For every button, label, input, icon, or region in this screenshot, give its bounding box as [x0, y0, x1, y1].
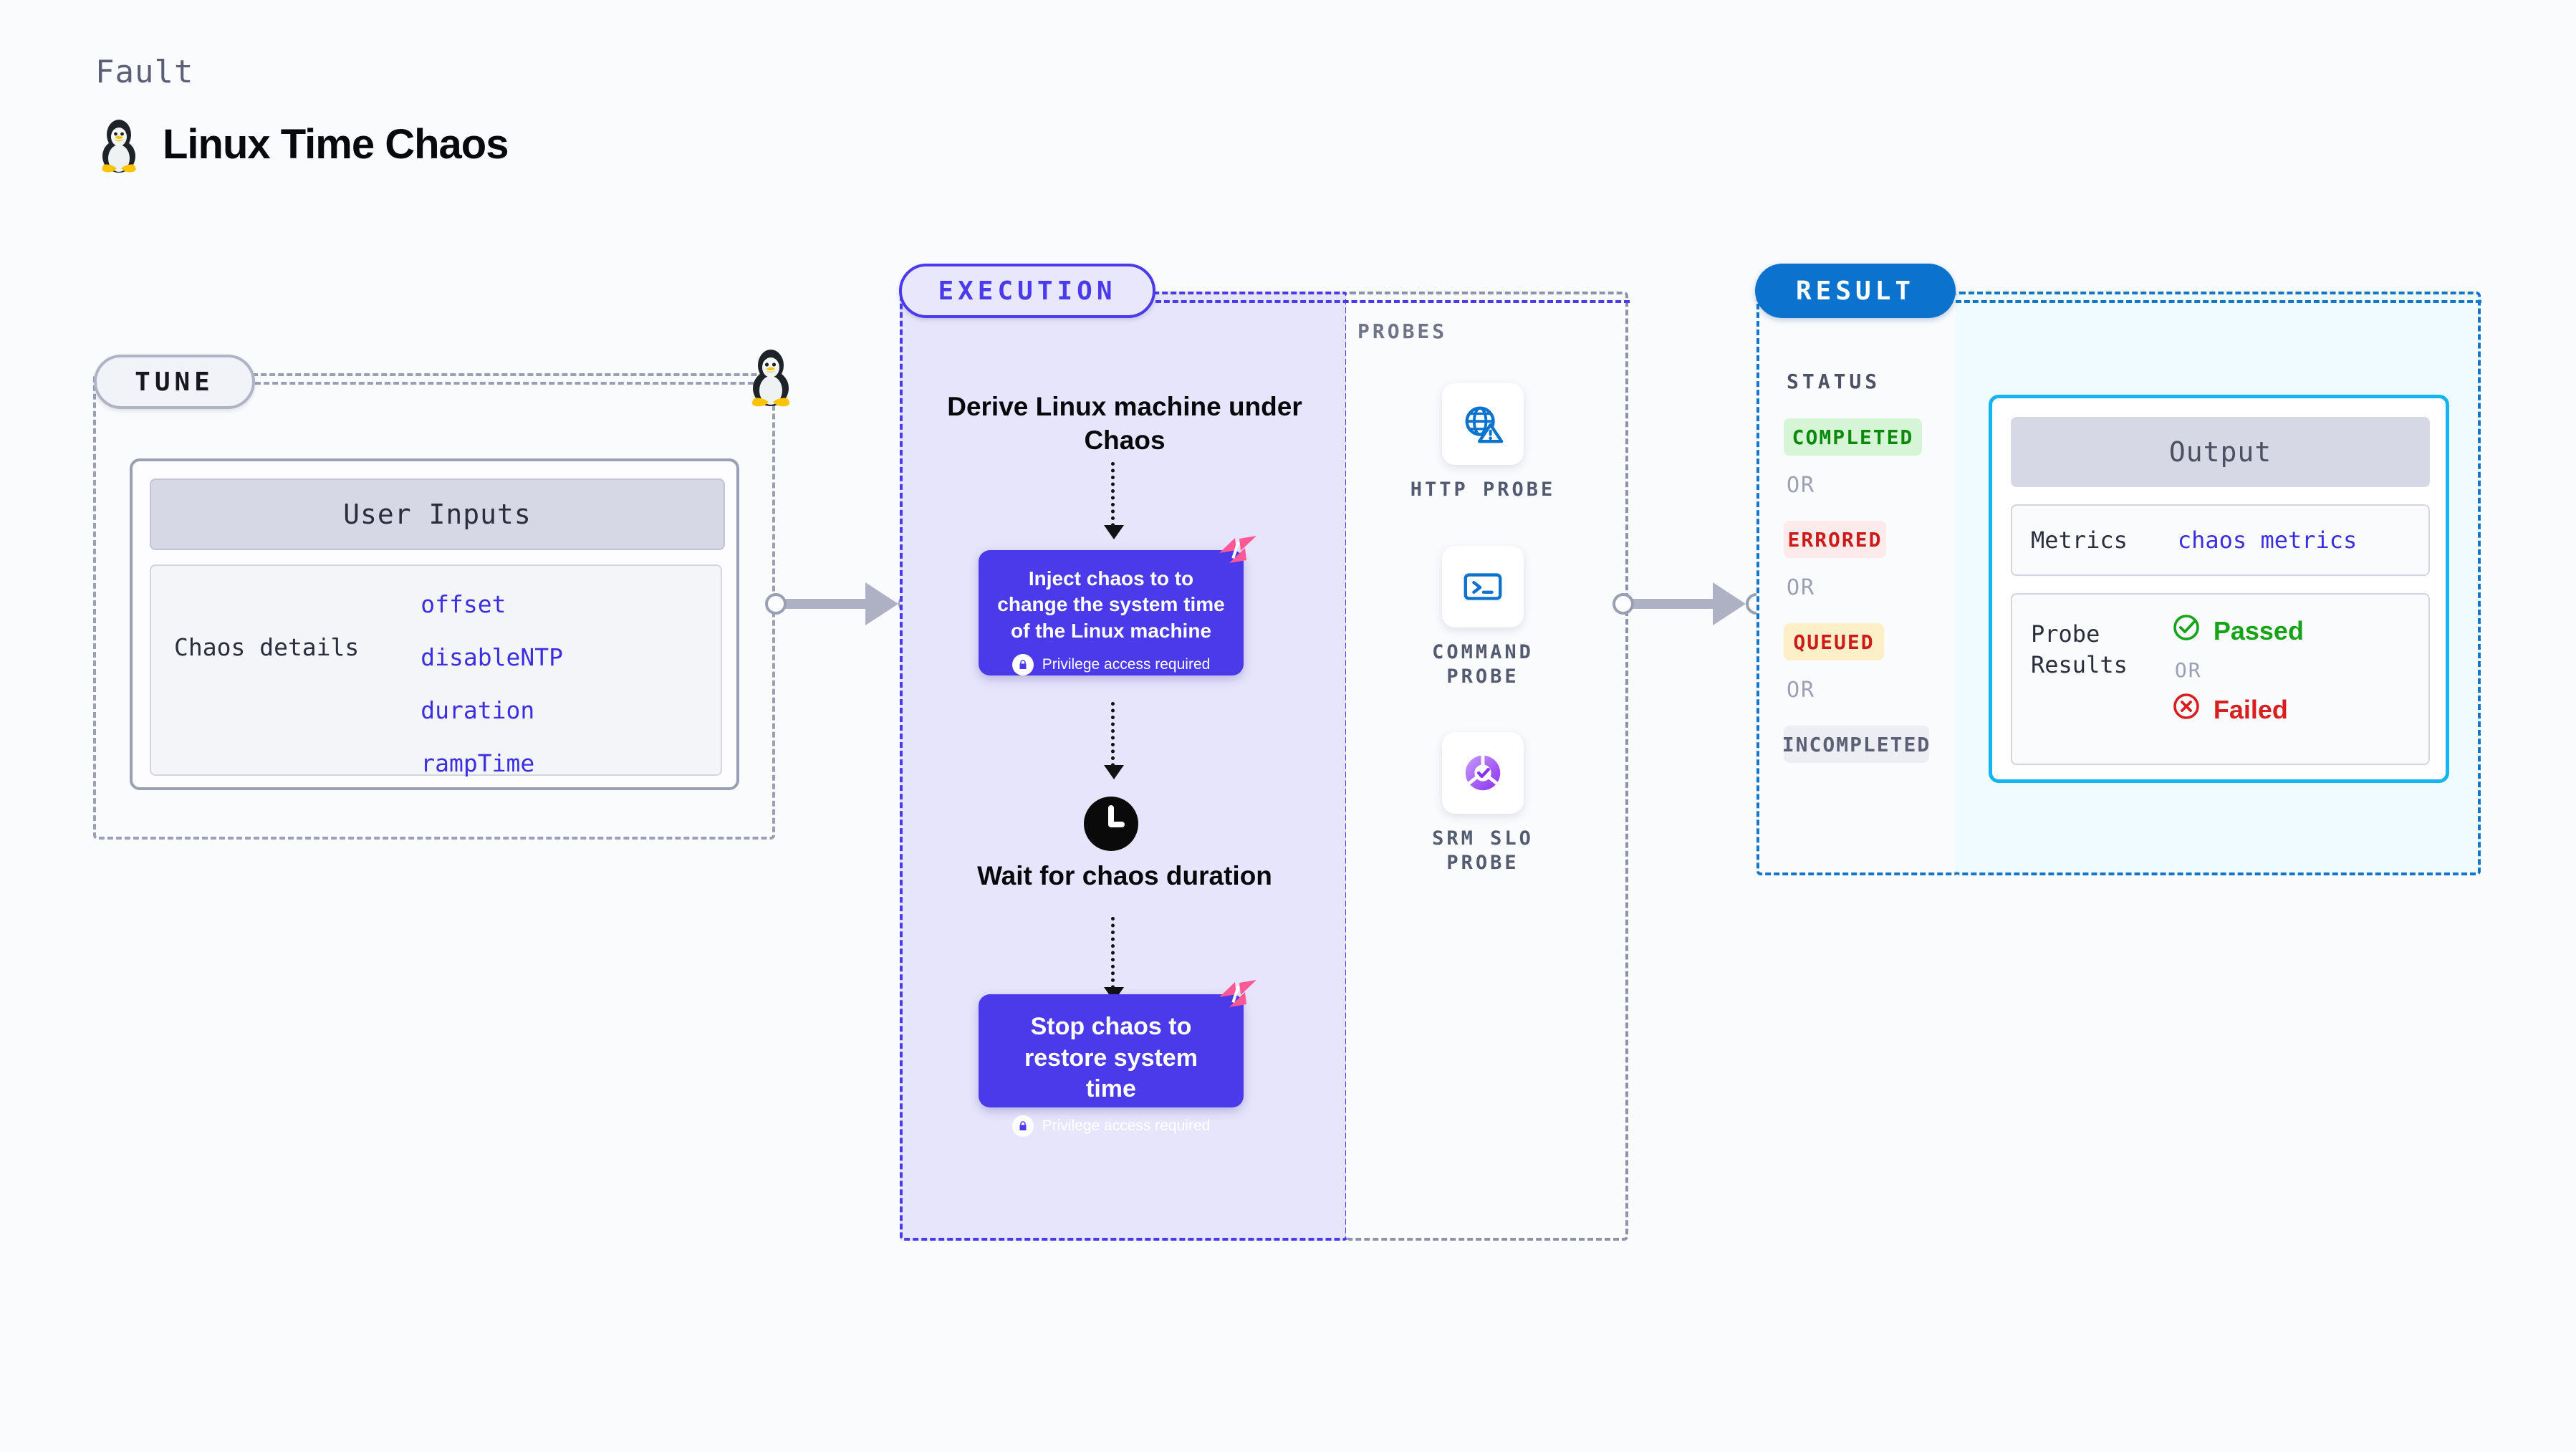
- result-stage-pill[interactable]: RESULT: [1755, 264, 1956, 318]
- lock-icon: [1011, 654, 1034, 676]
- result-stage-container: [1756, 292, 1959, 875]
- fault-eyebrow-label: Fault: [95, 54, 194, 90]
- tune-stage-pill[interactable]: TUNE: [94, 355, 255, 409]
- chaos-details-row: Chaos details offset disableNTP duration…: [174, 590, 563, 777]
- status-section-label: STATUS: [1787, 370, 1881, 393]
- inject-chaos-privilege-note: Privilege access required: [1042, 656, 1211, 673]
- chaos-details-key: Chaos details: [174, 633, 360, 661]
- result-connector-leader: [1956, 300, 2481, 303]
- probe-item-http[interactable]: HTTP PROBE: [1400, 383, 1565, 502]
- arrow-start-node: [1613, 593, 1634, 615]
- output-probe-results-row: Probe Results Passed OR: [2011, 593, 2430, 765]
- flow-arrow-3: [1104, 917, 1124, 1001]
- terminal-icon: [1442, 546, 1524, 628]
- probe-result-failed-label: Failed: [2213, 694, 2288, 724]
- user-inputs-title: User Inputs: [150, 479, 725, 550]
- execution-connector-leader: [1155, 300, 1630, 303]
- probe-result-passed: Passed: [2172, 613, 2304, 648]
- check-circle-icon: [2172, 613, 2201, 648]
- flow-arrow-2: [1104, 702, 1124, 779]
- srm-slo-donut-icon: [1442, 732, 1524, 814]
- probe-label-command: COMMAND PROBE: [1432, 641, 1534, 688]
- linux-penguin-icon: [95, 115, 143, 173]
- execution-step-derive-label: Derive Linux machine under Chaos: [947, 392, 1302, 455]
- tune-connector-leader: [255, 382, 771, 385]
- probe-item-srm-slo[interactable]: SRM SLO PROBE: [1400, 732, 1565, 875]
- output-metrics-value[interactable]: chaos metrics: [2177, 527, 2358, 554]
- output-metrics-row: Metrics chaos metrics: [2011, 504, 2430, 576]
- status-or-label: OR: [1787, 575, 1816, 600]
- input-param-disablentp[interactable]: disableNTP: [420, 643, 563, 671]
- input-param-ramptime[interactable]: rampTime: [420, 749, 535, 777]
- execution-inject-chaos-card[interactable]: Inject chaos to to change the system tim…: [979, 536, 1256, 676]
- probe-result-or-label: OR: [2174, 658, 2202, 682]
- stop-chaos-privilege-note-row: Privilege access required: [979, 1115, 1244, 1137]
- probe-result-failed: Failed: [2172, 692, 2304, 727]
- stop-chaos-title: Stop chaos to restore system time: [1024, 1013, 1198, 1103]
- tune-to-execution-arrow: [765, 582, 920, 625]
- probe-result-passed-label: Passed: [2213, 615, 2304, 645]
- clock-icon: [1082, 795, 1140, 852]
- inject-chaos-privilege-note-row: Privilege access required: [979, 654, 1244, 676]
- stop-chaos-privilege-note: Privilege access required: [1042, 1117, 1211, 1134]
- probe-label-srm-slo: SRM SLO PROBE: [1432, 827, 1534, 874]
- lock-icon: [1011, 1115, 1034, 1137]
- probe-item-command[interactable]: COMMAND PROBE: [1400, 546, 1565, 689]
- arrow-start-node: [765, 593, 787, 615]
- probes-section-label: PROBES: [1357, 319, 1448, 343]
- linux-penguin-node-icon: [744, 344, 798, 410]
- x-circle-icon: [2172, 692, 2201, 727]
- status-badge-completed: COMPLETED: [1784, 418, 1922, 456]
- execution-stop-chaos-card[interactable]: Stop chaos to restore system time Privil…: [979, 980, 1256, 1137]
- output-metrics-key: Metrics: [2031, 527, 2128, 554]
- harness-logo-icon: [1215, 976, 1259, 1016]
- user-inputs-body: Chaos details offset disableNTP duration…: [150, 564, 722, 777]
- fault-title-row: Linux Time Chaos: [95, 115, 509, 173]
- flow-arrow-1: [1104, 462, 1124, 539]
- status-badge-queued: QUEUED: [1784, 623, 1884, 660]
- output-card-title: Output: [2011, 417, 2430, 487]
- inject-chaos-title: Inject chaos to to change the system tim…: [997, 567, 1225, 642]
- output-card: Output Metrics chaos metrics Probe Resul…: [1989, 395, 2449, 783]
- page-title: Linux Time Chaos: [163, 120, 509, 168]
- status-badge-incompleted: INCOMPLETED: [1782, 726, 1929, 763]
- status-or-label: OR: [1787, 678, 1816, 703]
- user-inputs-card: User Inputs Chaos details offset disable…: [130, 458, 739, 790]
- execution-wait-label: Wait for chaos duration: [977, 861, 1272, 890]
- output-probe-results-values: Passed OR Failed: [2172, 613, 2304, 764]
- globe-warning-icon: [1442, 383, 1524, 465]
- status-or-label: OR: [1787, 473, 1816, 498]
- output-probe-results-key: Probe Results: [2031, 620, 2128, 679]
- harness-logo-icon: [1215, 532, 1259, 572]
- input-param-offset[interactable]: offset: [420, 590, 506, 618]
- probe-label-http: HTTP PROBE: [1410, 479, 1556, 501]
- probes-to-result-arrow: [1613, 582, 1767, 625]
- chaos-details-values: offset disableNTP duration rampTime: [420, 590, 563, 777]
- input-param-duration[interactable]: duration: [420, 696, 535, 724]
- status-badge-errored: ERRORED: [1784, 521, 1886, 558]
- execution-stage-pill[interactable]: EXECUTION: [899, 264, 1155, 318]
